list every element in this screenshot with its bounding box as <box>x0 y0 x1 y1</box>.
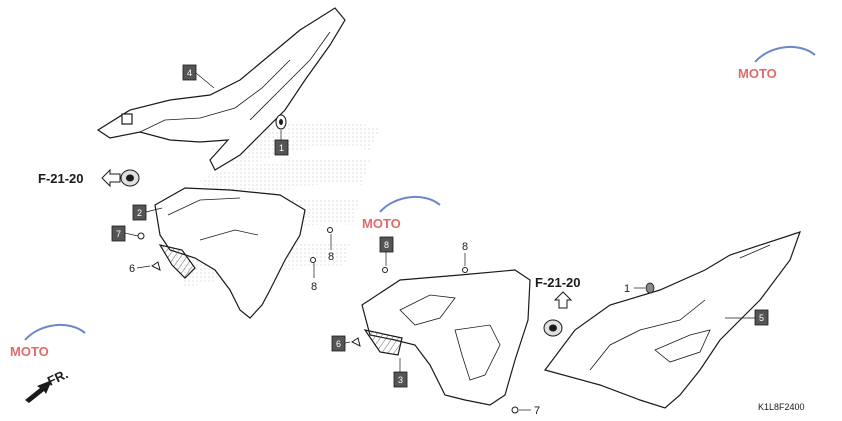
callout-1: 1 <box>624 283 630 295</box>
callout-8-c: 8 <box>462 241 468 253</box>
watermark-top-right: MOTO <box>738 45 816 81</box>
plain-callouts: 8 8 6 8 1 7 <box>129 241 630 417</box>
callout-box-4: 4 <box>182 64 197 81</box>
watermark-center: MOTO <box>362 195 441 231</box>
svg-text:7: 7 <box>116 229 121 239</box>
svg-text:8: 8 <box>384 240 389 250</box>
callout-box-7: 7 <box>111 225 126 242</box>
callout-box-8: 8 <box>379 236 394 253</box>
part-2-inner-cover <box>154 187 306 319</box>
callout-8-b: 8 <box>311 281 317 293</box>
svg-text:MOTO: MOTO <box>738 66 777 81</box>
reference-right: F-21-20 <box>535 275 581 309</box>
callout-box-1: 1 <box>274 139 289 156</box>
clip-part-1-right <box>645 282 655 294</box>
watermark-logos: MOTO MOTO MOTO <box>10 45 816 359</box>
reference-left: F-21-20 <box>38 168 121 188</box>
boxed-callouts: 4 1 2 7 8 6 3 5 <box>111 64 769 388</box>
callout-box-3: 3 <box>393 371 408 388</box>
grommet-part-1-right <box>543 319 563 337</box>
callout-box-5: 5 <box>754 309 769 326</box>
svg-text:5: 5 <box>759 313 764 323</box>
front-direction-arrow: FR. <box>25 366 70 403</box>
drawing-code: K1L8F2400 <box>758 402 805 412</box>
callout-box-2: 2 <box>132 204 147 221</box>
svg-text:MOTO: MOTO <box>362 216 401 231</box>
svg-text:3: 3 <box>398 375 403 385</box>
watermark-bottom-left: MOTO <box>10 323 86 359</box>
grommet-part-1-left <box>120 169 140 187</box>
svg-text:F-21-20: F-21-20 <box>38 171 84 186</box>
svg-text:F-21-20: F-21-20 <box>535 275 581 290</box>
svg-text:1: 1 <box>279 143 284 153</box>
svg-text:4: 4 <box>187 68 192 78</box>
part-4-upper-cover <box>96 7 346 171</box>
leader-lines <box>124 72 755 411</box>
part-5-side-cover <box>543 231 801 409</box>
svg-text:FR.: FR. <box>45 366 70 388</box>
svg-text:2: 2 <box>137 208 142 218</box>
callout-6: 6 <box>129 263 135 275</box>
svg-text:6: 6 <box>336 339 341 349</box>
grommet-part-1-upper <box>275 114 287 130</box>
svg-text:MOTO: MOTO <box>10 344 49 359</box>
part-3-inner-cover <box>361 269 531 406</box>
callout-box-6: 6 <box>331 335 346 352</box>
callout-7: 7 <box>534 405 540 417</box>
callout-8-a: 8 <box>328 251 334 263</box>
screws <box>137 227 519 414</box>
